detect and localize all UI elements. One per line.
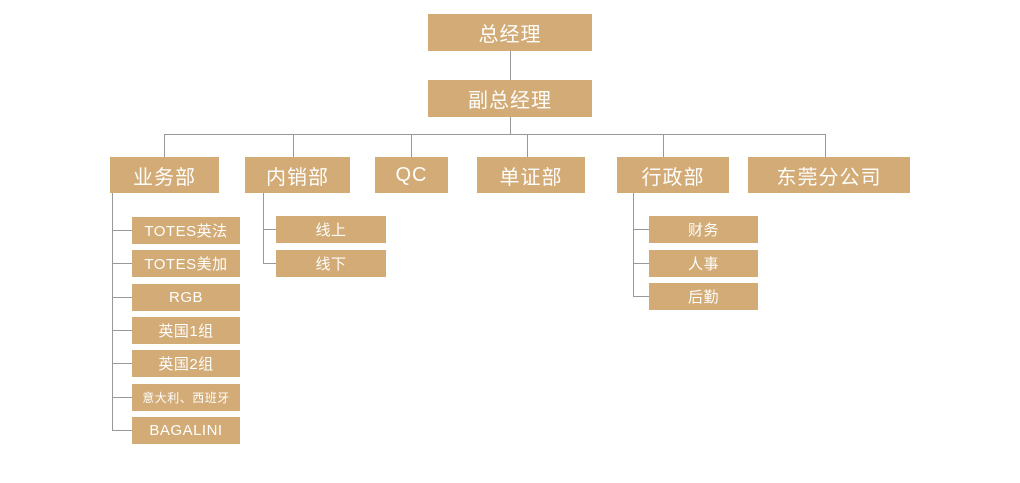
connector-stub-online [263,229,276,230]
node-dept-documentation: 单证部 [477,157,585,193]
node-dept-qc: QC [375,157,448,193]
connector-drop-qc [411,134,412,157]
node-team-hr: 人事 [649,250,758,277]
node-team-rgb: RGB [132,284,240,311]
node-team-totes-us-ca: TOTES美加 [132,250,240,277]
connector-stub-offline [263,263,276,264]
connector-stub-bagalini [112,430,132,431]
connector-stub-totes-uk-fr [112,230,132,231]
node-team-logistics: 后勤 [649,283,758,310]
node-team-bagalini: BAGALINI [132,417,240,444]
connector-drop-documentation [527,134,528,157]
connector-trunk-business [112,193,113,431]
node-dept-business: 业务部 [110,157,219,193]
connector-stub-italy-spain [112,397,132,398]
connector-drop-business [164,134,165,157]
connector-deputy-bus [510,117,511,134]
connector-trunk-admin [633,193,634,297]
node-team-finance: 财务 [649,216,758,243]
node-team-online: 线上 [276,216,386,243]
node-dept-dongguan-branch: 东莞分公司 [748,157,910,193]
connector-drop-dongguan-branch [825,134,826,157]
connector-drop-domestic-sales [293,134,294,157]
connector-stub-uk-group1 [112,330,132,331]
connector-root-deputy [510,51,511,80]
connector-stub-logistics [633,296,649,297]
connector-stub-uk-group2 [112,363,132,364]
connector-drop-admin [663,134,664,157]
node-dept-domestic-sales: 内销部 [245,157,350,193]
connector-trunk-domestic-sales [263,193,264,264]
connector-stub-hr [633,263,649,264]
node-general-manager: 总经理 [428,14,592,51]
connector-bus [164,134,826,135]
node-dept-admin: 行政部 [617,157,729,193]
connector-stub-totes-us-ca [112,263,132,264]
node-team-italy-spain: 意大利、西班牙 [132,384,240,411]
node-team-uk-group1: 英国1组 [132,317,240,344]
node-deputy-general-manager: 副总经理 [428,80,592,117]
connector-stub-finance [633,229,649,230]
node-team-offline: 线下 [276,250,386,277]
node-team-uk-group2: 英国2组 [132,350,240,377]
node-team-totes-uk-fr: TOTES英法 [132,217,240,244]
connector-stub-rgb [112,297,132,298]
